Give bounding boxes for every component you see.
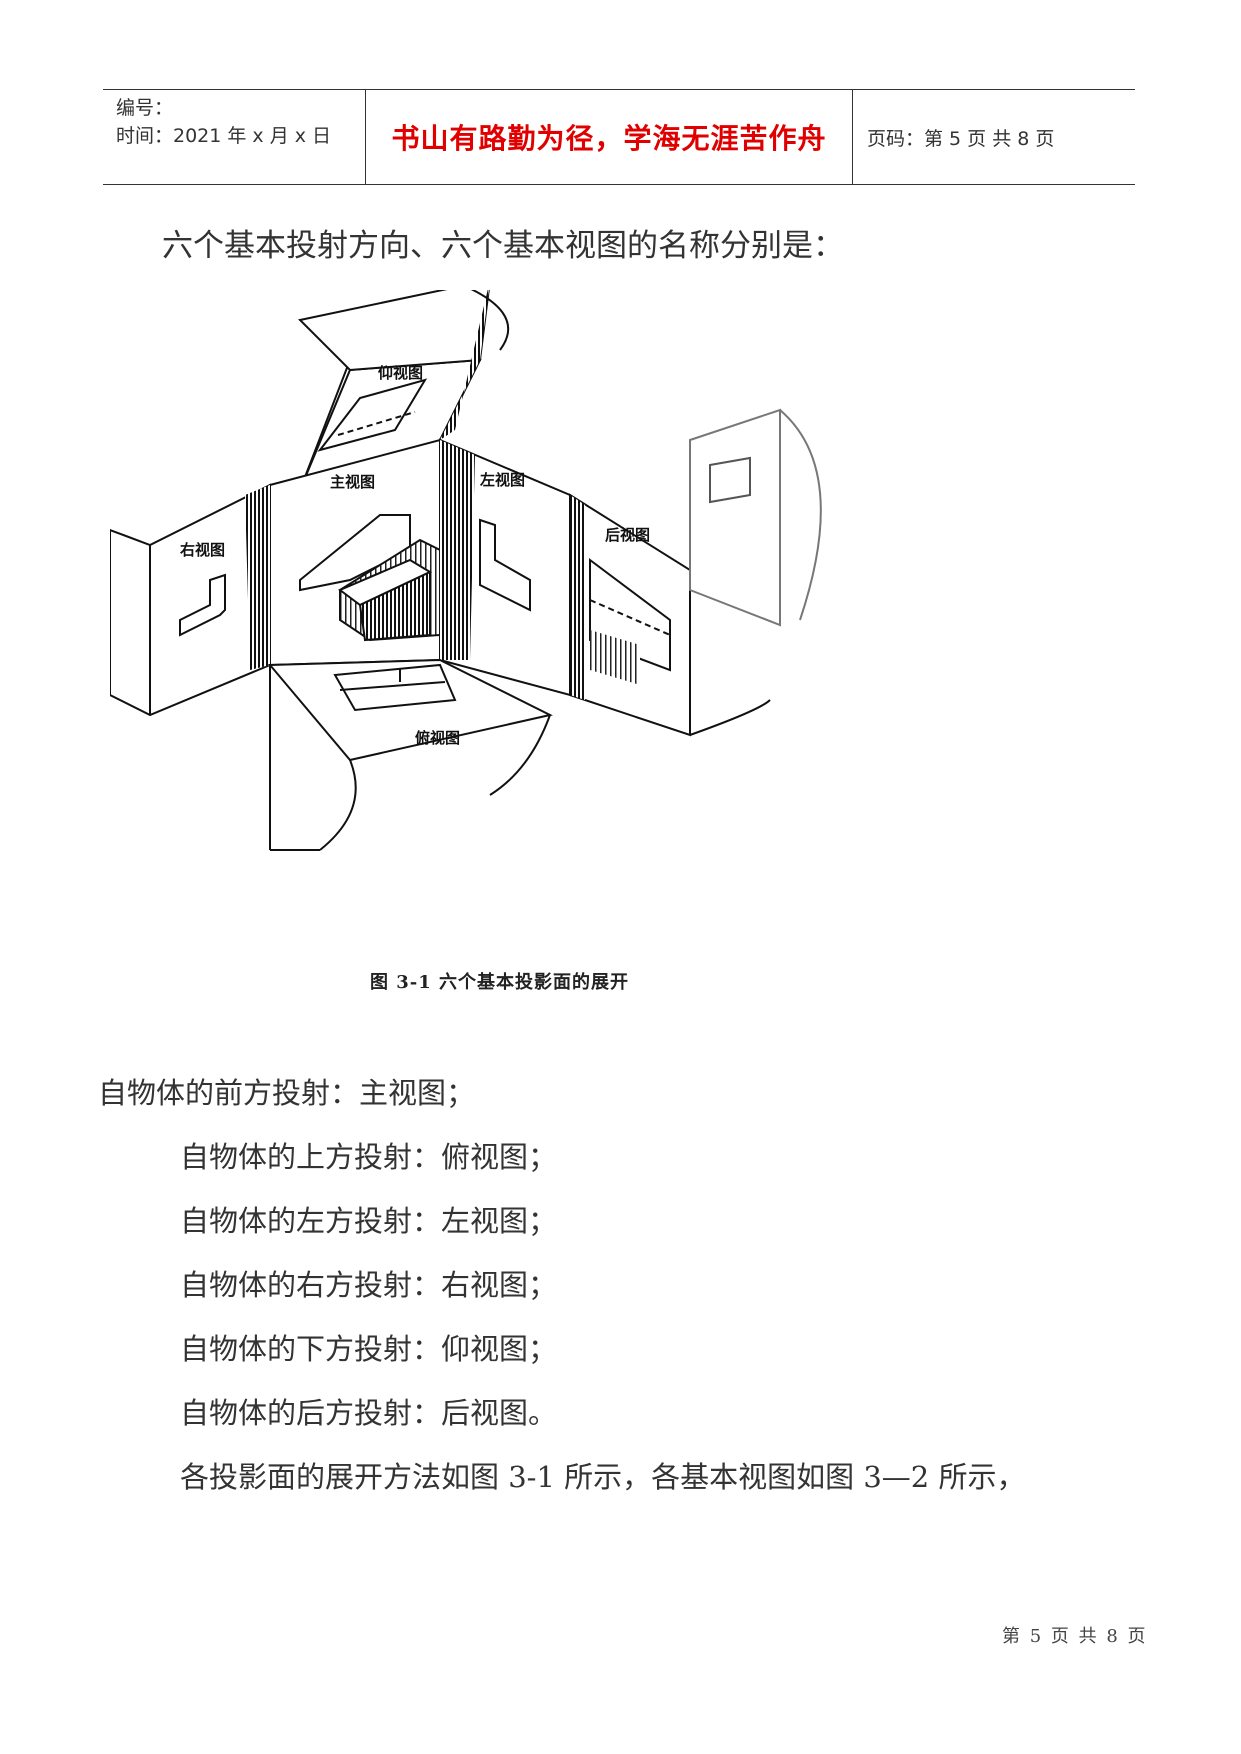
bottom-window	[333, 663, 457, 712]
left-shape	[479, 518, 531, 612]
top-arc	[470, 290, 510, 351]
projection-line: 自物体的上方投射：俯视图；	[180, 1140, 558, 1174]
header-motto-cell: 书山有路勤为径，学海无涯苦作舟	[365, 90, 853, 184]
projection-line: 自物体的下方投射：仰视图；	[180, 1332, 558, 1366]
right-shape	[179, 573, 226, 637]
projection-line: 自物体的前方投射：主视图；	[98, 1076, 476, 1110]
label-bottom: 俯视图	[415, 729, 460, 747]
projection-unfold-figure: 仰视图 主视图 左视图 右视图 后视图 俯视图	[110, 290, 822, 851]
top-window	[317, 378, 428, 452]
page-footer: 第 5 页 共 8 页	[1002, 1626, 1146, 1647]
label-top: 仰视图	[378, 364, 423, 382]
back-shade	[570, 495, 585, 700]
top-panel-back	[297, 290, 490, 372]
far-right-panel	[689, 408, 781, 627]
left-shade	[440, 440, 475, 660]
bottom-arc	[319, 759, 357, 851]
projection-line: 自物体的左方投射：左视图；	[180, 1204, 558, 1238]
motto: 书山有路勤为径，学海无涯苦作舟	[391, 122, 827, 155]
projection-line: 自物体的后方投射：后视图。	[180, 1396, 558, 1430]
label-back: 后视图	[605, 526, 650, 544]
page-code: 页码：第 5 页 共 8 页	[867, 127, 1055, 150]
label-right: 右视图	[180, 541, 225, 559]
header-meta: 编号： 时间：2021 年 x 月 x 日	[103, 90, 365, 184]
label-front: 主视图	[330, 473, 375, 491]
number-label: 编号：	[116, 97, 174, 119]
back-arc	[689, 699, 771, 736]
closing-text: 各投影面的展开方法如图 3-1 所示，各基本视图如图 3—2 所示，	[180, 1460, 1026, 1494]
time-label: 时间：2021 年 x 月 x 日	[116, 125, 332, 147]
figure-caption: 图 3-1 六个基本投影面的展开	[370, 972, 630, 993]
projection-line: 自物体的右方投射：右视图；	[180, 1268, 558, 1302]
document-header: 编号： 时间：2021 年 x 月 x 日 书山有路勤为径，学海无涯苦作舟 页码…	[103, 89, 1135, 185]
intro-text: 六个基本投射方向、六个基本视图的名称分别是：	[162, 228, 844, 264]
right-shade	[245, 485, 270, 670]
label-left: 左视图	[479, 471, 525, 489]
